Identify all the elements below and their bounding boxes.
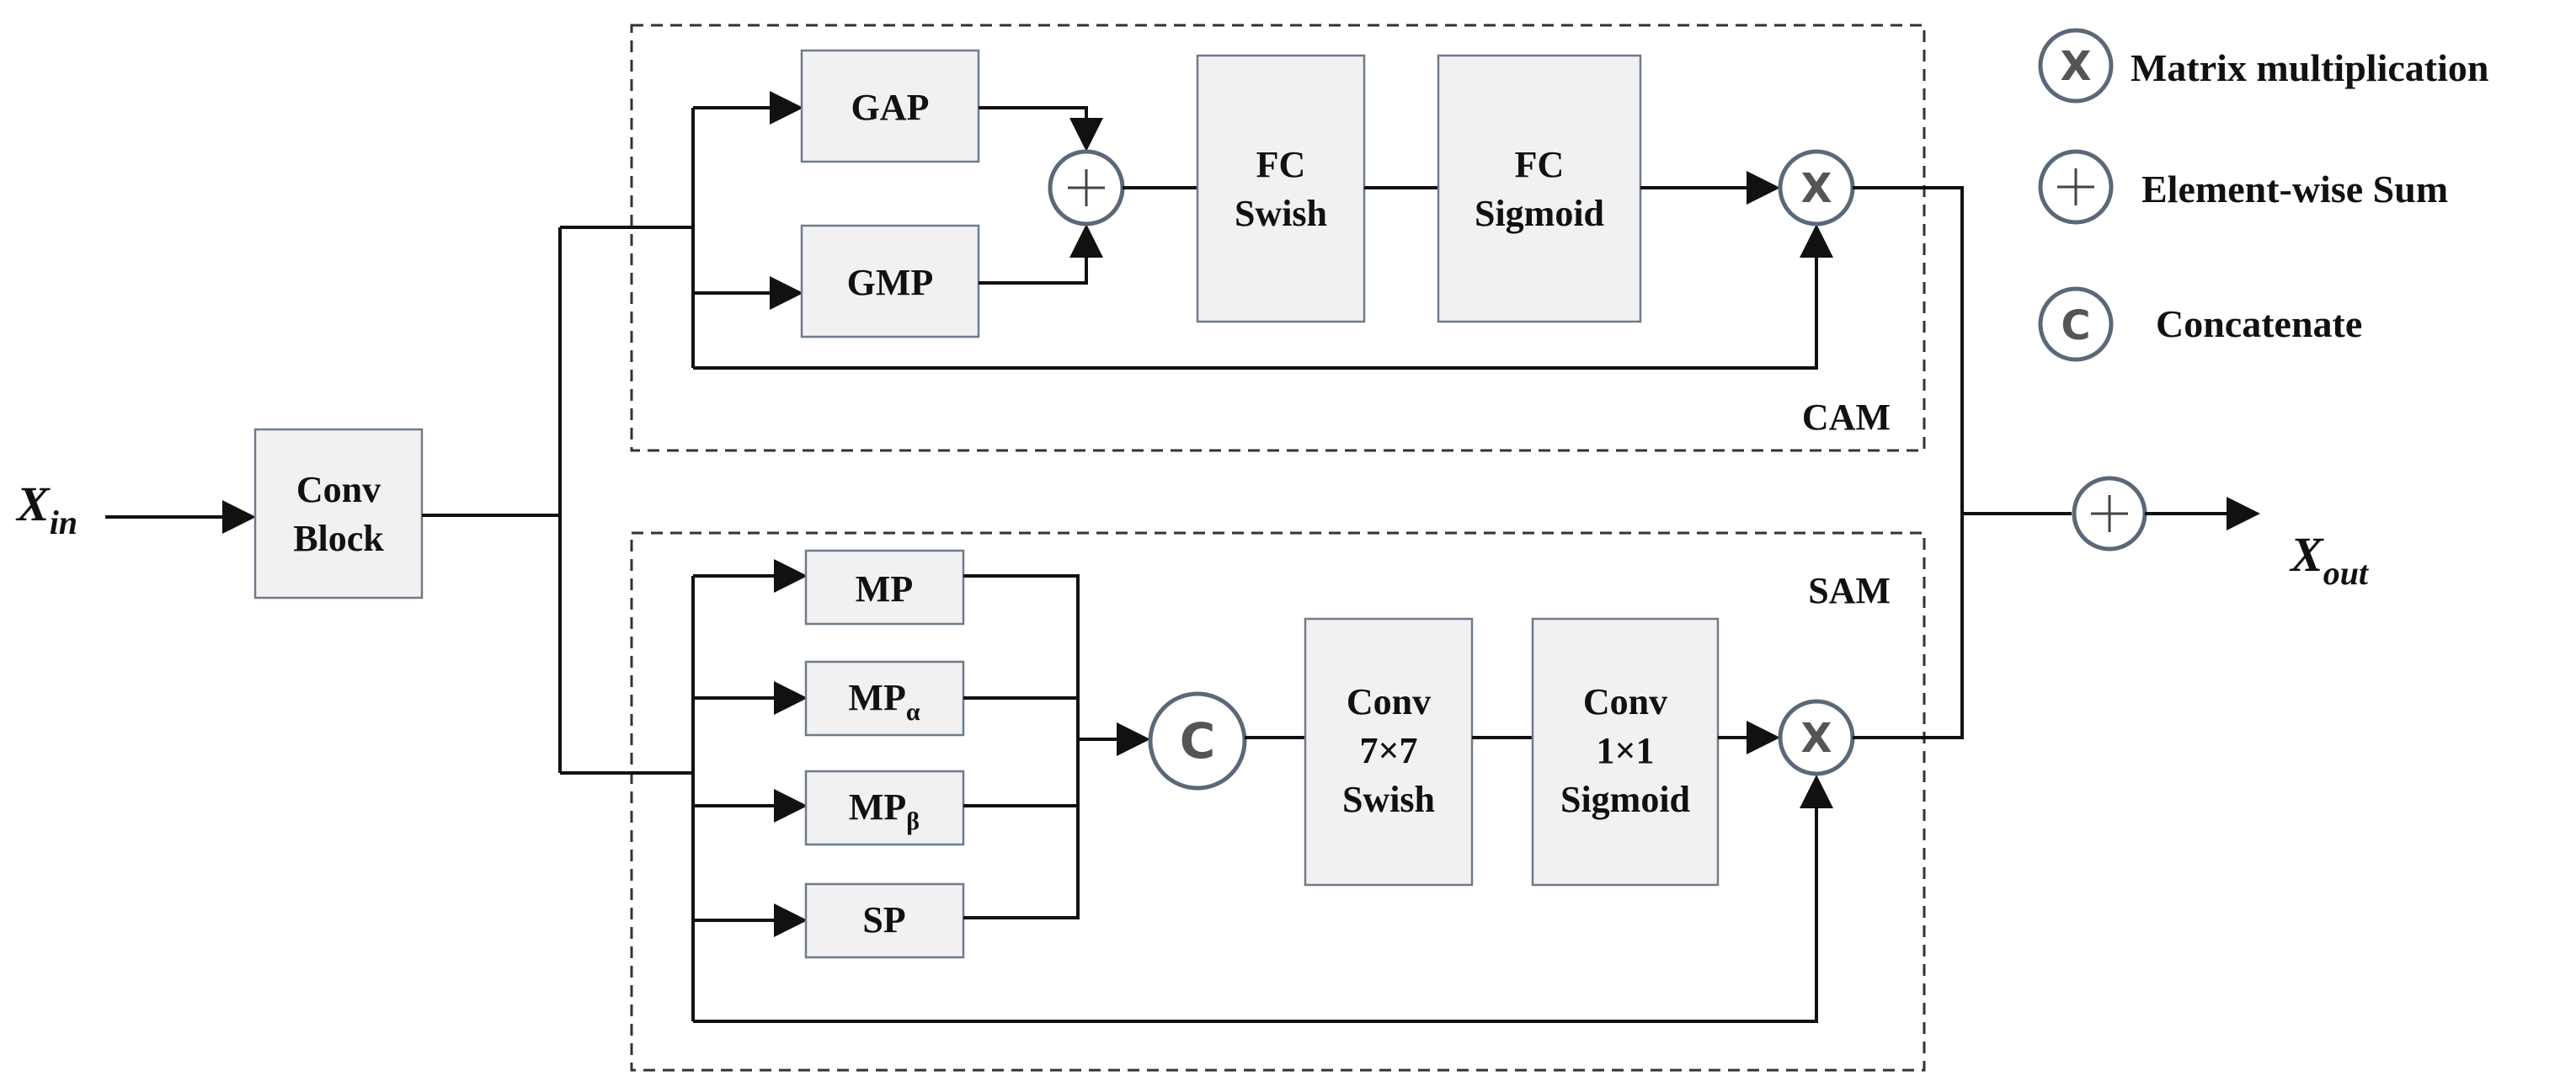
gmp-label: GMP: [847, 262, 934, 303]
sp-label: SP: [862, 899, 905, 940]
cam-sum-icon: [1048, 149, 1125, 226]
conv1-line-1: Conv: [1583, 681, 1667, 722]
fc-sigmoid-line-1: FC: [1515, 144, 1565, 185]
legend-plus-icon: [2038, 149, 2114, 225]
fc-swish-line-1: FC: [1256, 144, 1306, 185]
conv-block-line-2: Block: [293, 518, 384, 559]
pool-merge-wire: [963, 574, 1080, 919]
legend-multiply-icon: X: [2038, 28, 2114, 104]
cam-multiply-icon: X: [1778, 149, 1855, 226]
conv-block-line-1: Conv: [296, 469, 381, 510]
svg-text:X: X: [2060, 43, 2091, 90]
conv-block: Conv Block: [253, 428, 424, 599]
conv7-line-3: Swish: [1342, 779, 1435, 820]
gmp-to-sum-wire: [979, 224, 1103, 285]
sam-output-wire: [1853, 514, 1964, 739]
cam-frame: [630, 24, 1926, 452]
gap-to-sum-wire: [979, 106, 1103, 152]
fc-swish-box: FC Swish: [1196, 54, 1366, 323]
mp-beta-label: MPβ: [849, 786, 920, 835]
mp-beta-box: MPβ: [804, 770, 965, 846]
mp-box: MP: [804, 549, 965, 626]
output-label: Xout: [2289, 527, 2370, 592]
mp-alpha-box: MPα: [804, 660, 965, 737]
conv7-line-2: 7×7: [1359, 730, 1417, 771]
sam-frame: [630, 531, 1926, 1072]
svg-text:C: C: [2061, 302, 2090, 349]
conv7-line-1: Conv: [1347, 681, 1431, 722]
fc-swish-line-2: Swish: [1235, 193, 1327, 234]
fc-sigmoid-line-2: Sigmoid: [1475, 193, 1604, 234]
conv1-box: Conv 1×1 Sigmoid: [1531, 617, 1720, 887]
final-sum-icon: [2072, 476, 2147, 551]
legend-multiply-label: Matrix multiplication: [2131, 46, 2488, 89]
sam-title: SAM: [1808, 570, 1891, 611]
gap-box: GAP: [800, 49, 980, 163]
legend-sum-label: Element-wise Sum: [2141, 168, 2448, 210]
conv1-line-2: 1×1: [1596, 730, 1654, 771]
sam-multiply-icon: X: [1778, 699, 1855, 776]
mp-label: MP: [856, 568, 913, 610]
svg-text:X: X: [1800, 715, 1832, 762]
conv7-box: Conv 7×7 Swish: [1304, 617, 1474, 887]
legend-concat-label: Concatenate: [2156, 302, 2362, 345]
svg-text:X: X: [1800, 165, 1832, 212]
cam-title: CAM: [1802, 397, 1891, 438]
gmp-box: GMP: [800, 224, 980, 338]
input-label: Xin: [15, 477, 77, 541]
cam-skip-wire: [693, 224, 1833, 370]
sam-skip-wire: [693, 775, 1833, 1023]
fc-sigmoid-box: FC Sigmoid: [1437, 54, 1642, 323]
cam-output-wire: [1853, 186, 1964, 514]
gap-label: GAP: [851, 87, 930, 128]
legend-concat-icon: C: [2038, 286, 2114, 362]
concat-icon: C: [1148, 691, 1247, 791]
svg-text:C: C: [1180, 712, 1216, 770]
legend: X Matrix multiplication Element-wise Sum…: [2038, 28, 2488, 362]
mp-alpha-label: MPα: [848, 677, 920, 726]
conv1-line-3: Sigmoid: [1560, 779, 1690, 820]
sp-box: SP: [804, 882, 965, 959]
